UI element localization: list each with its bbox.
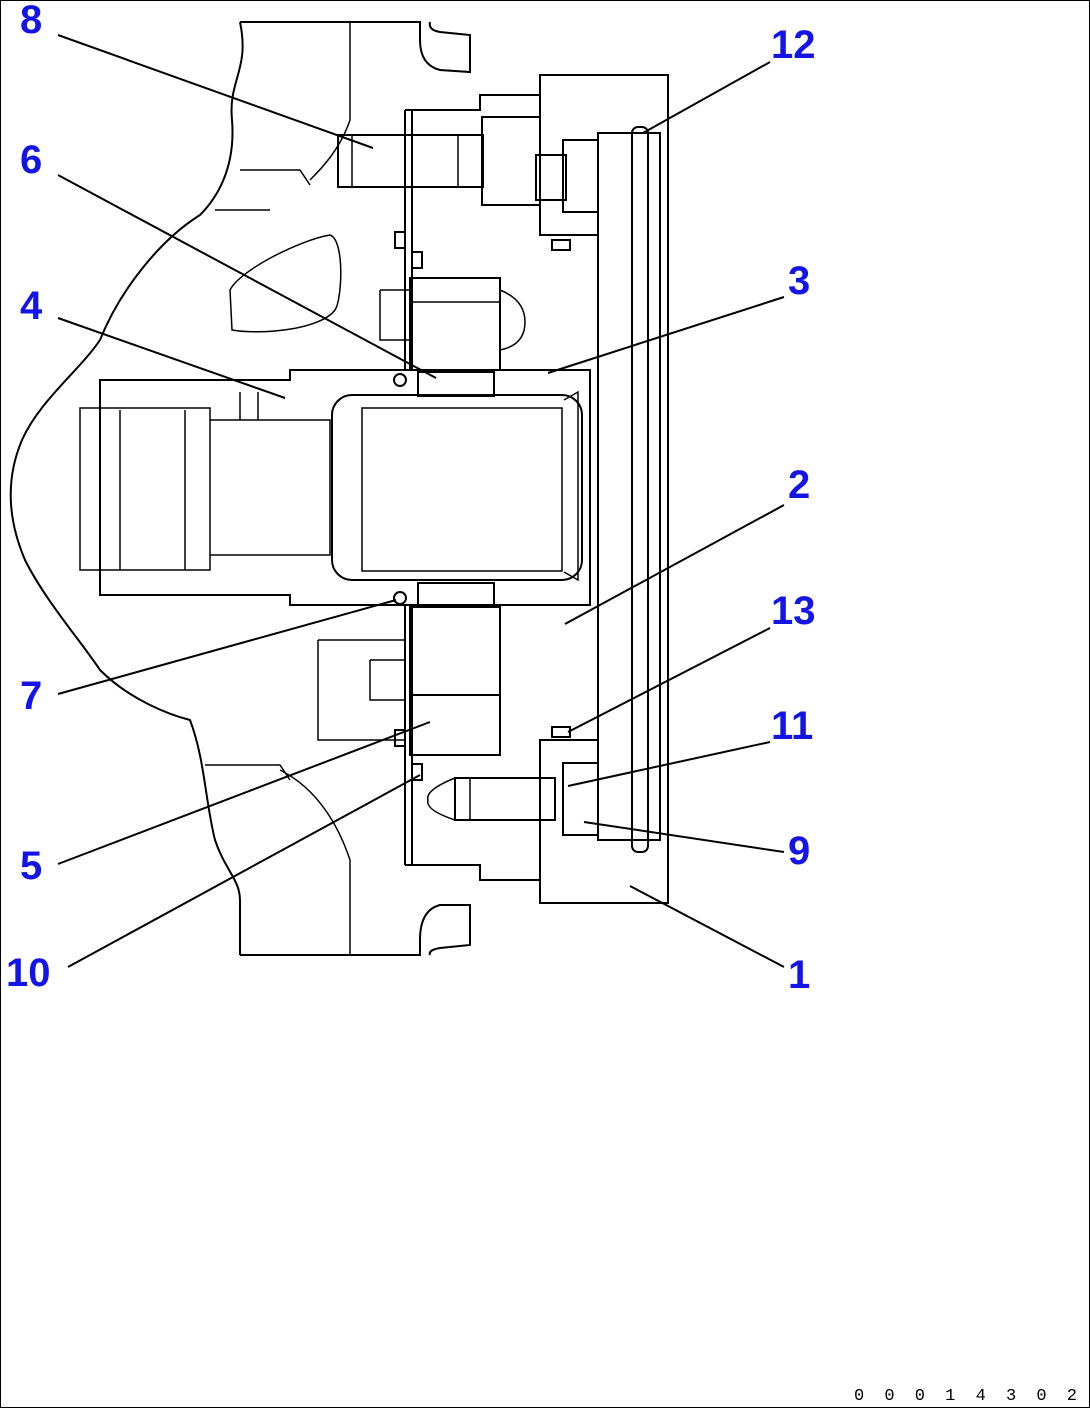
callout-12: 12 [771, 23, 816, 67]
leader-2 [564, 504, 785, 625]
callout-8: 8 [20, 0, 43, 42]
callout-10: 10 [6, 951, 51, 995]
housing-outline [9, 21, 471, 956]
leader-8 [57, 34, 374, 149]
callout-13: 13 [771, 589, 816, 633]
leader-11 [567, 741, 771, 787]
top-bolt [337, 116, 599, 251]
leader-5 [57, 721, 431, 865]
leader-lines [57, 34, 785, 968]
leader-10 [67, 774, 421, 968]
callout-11: 11 [771, 704, 814, 748]
leader-4 [57, 317, 286, 399]
leader-7 [57, 599, 397, 695]
callout-6: 6 [20, 138, 43, 182]
leader-13 [567, 627, 771, 733]
callout-5: 5 [20, 844, 43, 888]
leader-1 [629, 885, 785, 968]
callout-9: 9 [788, 829, 811, 873]
callout-3: 3 [788, 259, 811, 303]
leader-3 [547, 296, 785, 374]
callout-2: 2 [788, 463, 811, 507]
flange-plate [379, 80, 541, 900]
callout-1: 1 [788, 953, 811, 997]
leader-6 [57, 174, 437, 379]
shaft [79, 369, 591, 606]
cover-plate [539, 74, 669, 904]
callout-4: 4 [20, 284, 43, 328]
leader-9 [583, 821, 785, 853]
drawing-code: 0 0 0 1 4 3 0 2 [853, 1387, 1082, 1406]
leader-12 [642, 61, 771, 134]
bottom-bolt [427, 726, 599, 836]
callout-7: 7 [20, 674, 43, 718]
